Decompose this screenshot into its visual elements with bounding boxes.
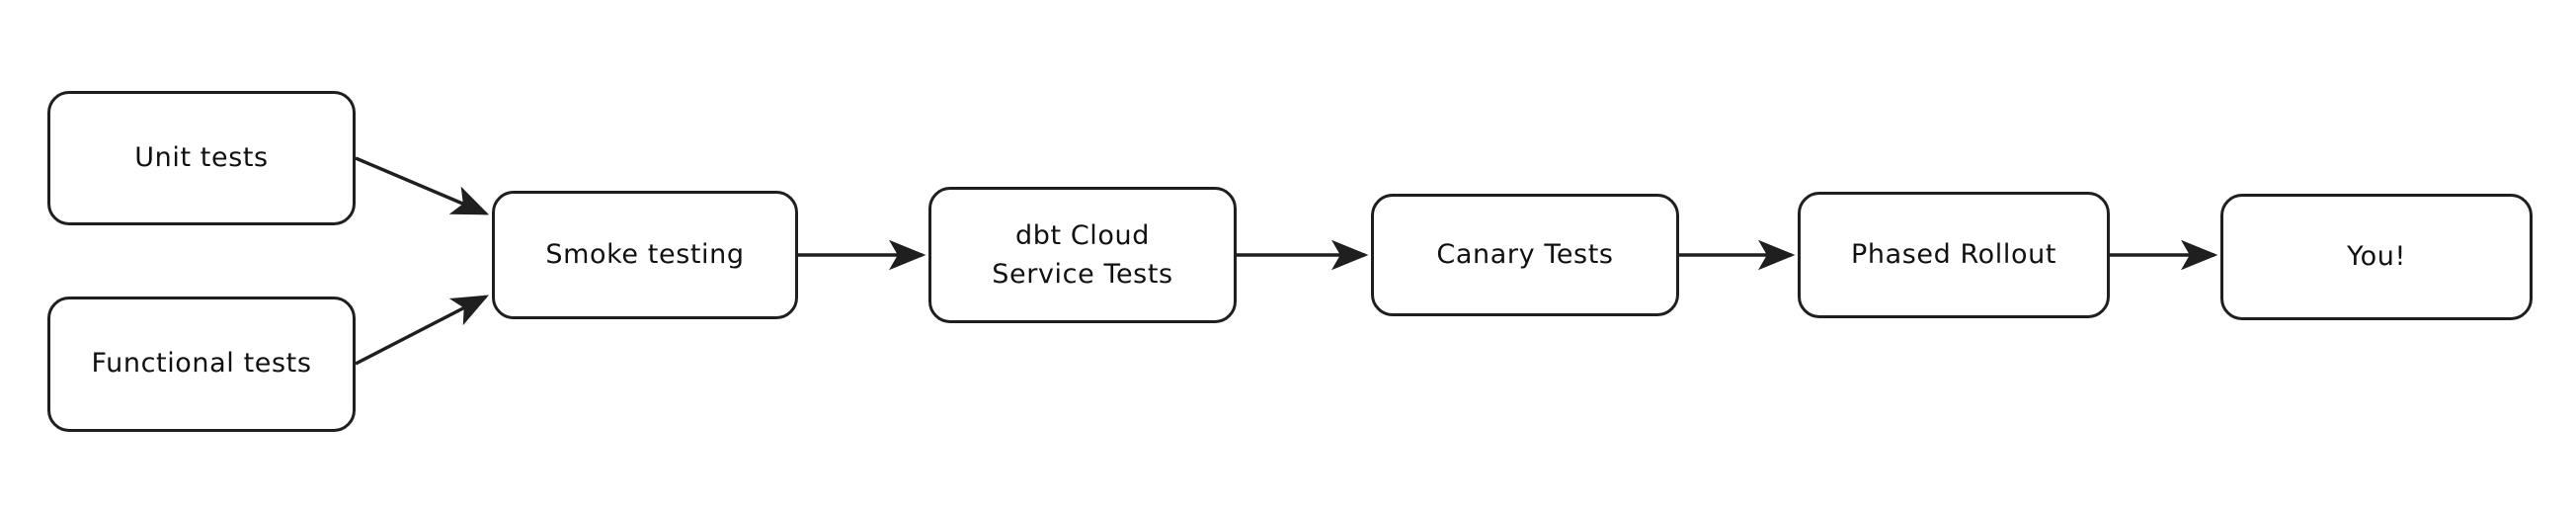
node-phased-rollout[interactable]: Phased Rollout <box>1798 192 2110 318</box>
node-label-phased-rollout: Phased Rollout <box>1850 238 2057 270</box>
node-unit-tests[interactable]: Unit tests <box>47 91 356 225</box>
node-canary-tests[interactable]: Canary Tests <box>1371 194 1679 316</box>
node-functional-tests[interactable]: Functional tests <box>47 297 356 432</box>
node-label-you: You! <box>2347 240 2406 272</box>
node-label-functional-tests: Functional tests <box>91 348 312 380</box>
node-label-canary-tests: Canary Tests <box>1436 238 1614 270</box>
node-label-dbt-cloud-service-tests: dbt Cloud Service Tests <box>992 219 1173 290</box>
node-label-smoke-testing: Smoke testing <box>545 238 745 270</box>
node-dbt-cloud-service-tests[interactable]: dbt Cloud Service Tests <box>928 187 1237 323</box>
node-smoke-testing[interactable]: Smoke testing <box>492 191 798 319</box>
edge-unit-to-smoke <box>355 156 490 215</box>
node-you[interactable]: You! <box>2220 194 2533 320</box>
node-label-unit-tests: Unit tests <box>134 141 269 173</box>
edge-functional-to-smoke <box>355 295 490 366</box>
